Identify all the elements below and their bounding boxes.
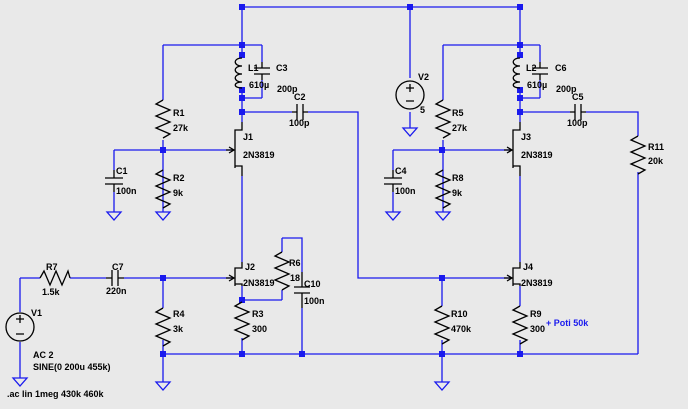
- l1-value: 610µ: [249, 80, 269, 90]
- capacitor-C6: C6 200p: [532, 62, 577, 94]
- r9-ref: R9: [530, 309, 542, 319]
- resistor-R11: R11 20k: [629, 135, 664, 175]
- c2-value: 100p: [289, 118, 310, 128]
- poti-annotation: + Poti 50k: [546, 318, 589, 328]
- l2-value: 610µ: [527, 80, 547, 90]
- resistor-R7: R7 1.5k: [39, 262, 71, 297]
- resistor-R8: R8 9k: [434, 169, 464, 209]
- jfet-J2: J2 2N3819: [226, 262, 275, 288]
- c1-value: 100n: [116, 186, 137, 196]
- ground-symbol: [105, 211, 123, 221]
- v2-ref: V2: [418, 72, 429, 82]
- r8-ref: R8: [452, 173, 464, 183]
- resistor-R4: R4 3k: [154, 307, 185, 347]
- j4-ref: J4: [523, 262, 533, 272]
- c6-ref: C6: [555, 63, 567, 73]
- voltage-source-V2: V2 5: [395, 72, 429, 115]
- c3-ref: C3: [276, 63, 288, 73]
- c3-value: 200p: [277, 84, 298, 94]
- r11-value: 20k: [648, 156, 664, 166]
- j2-value: 2N3819: [243, 278, 275, 288]
- r2-value: 9k: [173, 188, 184, 198]
- r3-value: 300: [252, 324, 267, 334]
- j4-value: 2N3819: [521, 278, 553, 288]
- voltage-source-V1: V1 AC 2 SINE(0 200u 455k): [5, 308, 111, 372]
- capacitor-C1: C1 100n: [105, 166, 137, 196]
- ground-symbol: [384, 211, 402, 221]
- capacitor-C5: C5 100p: [567, 92, 588, 128]
- c2-ref: C2: [294, 92, 306, 102]
- capacitor-C4: C4 100n: [384, 166, 416, 196]
- r5-ref: R5: [452, 108, 464, 118]
- r4-value: 3k: [173, 324, 184, 334]
- c4-value: 100n: [395, 186, 416, 196]
- c6-value: 200p: [556, 84, 577, 94]
- c7-value: 220n: [106, 286, 127, 296]
- inductor-L2: L2 610µ: [512, 57, 547, 90]
- c10-ref: C10: [304, 279, 321, 289]
- resistor-R5: R5 27k: [434, 99, 468, 139]
- grounds: [11, 127, 452, 391]
- l2-ref: L2: [526, 63, 537, 73]
- r11-ref: R11: [648, 142, 664, 152]
- r9-value: 300: [530, 324, 545, 334]
- capacitor-C2: C2 100p: [289, 92, 310, 128]
- j1-value: 2N3819: [243, 150, 275, 160]
- c5-value: 100p: [567, 118, 588, 128]
- j2-ref: J2: [245, 262, 255, 272]
- capacitor-C7: C7 220n: [106, 262, 127, 296]
- resistor-R1: R1 27k: [154, 99, 189, 139]
- inductor-L1: L1 610µ: [234, 57, 269, 90]
- ground-symbol: [154, 211, 172, 221]
- r2-ref: R2: [173, 173, 185, 183]
- c10-value: 100n: [304, 296, 325, 306]
- j3-ref: J3: [521, 132, 531, 142]
- c1-ref: C1: [116, 166, 128, 176]
- r10-value: 470k: [451, 324, 472, 334]
- resistor-R2: R2 9k: [154, 169, 185, 209]
- r5-value: 27k: [452, 123, 468, 133]
- r3-ref: R3: [252, 309, 264, 319]
- capacitor-C10: C10 100n: [294, 272, 325, 308]
- ground-symbol: [11, 377, 29, 387]
- jfet-J3: J3 2N3819: [504, 122, 553, 176]
- r1-ref: R1: [173, 108, 185, 118]
- jfet-J4: J4 2N3819: [504, 262, 553, 288]
- r7-value: 1.5k: [42, 287, 61, 297]
- jfet-J1: J1 2N3819: [226, 122, 275, 176]
- ground-symbol: [433, 381, 451, 391]
- r7-ref: R7: [46, 262, 58, 272]
- v1-ref: V1: [31, 308, 42, 318]
- r6-value: 18: [290, 273, 300, 283]
- r6-ref: R6: [289, 258, 301, 268]
- j1-ref: J1: [243, 132, 253, 142]
- ground-symbol: [154, 381, 172, 391]
- r4-ref: R4: [173, 309, 185, 319]
- v1-value2: SINE(0 200u 455k): [33, 362, 111, 372]
- r1-value: 27k: [173, 123, 189, 133]
- resistor-R3: R3 300: [233, 301, 267, 341]
- capacitor-C3: C3 200p: [254, 62, 298, 94]
- r8-value: 9k: [452, 188, 463, 198]
- v1-value: AC 2: [33, 350, 54, 360]
- resistor-R10: R10 470k: [433, 305, 472, 345]
- junction-dots: [160, 4, 523, 357]
- c5-ref: C5: [572, 92, 584, 102]
- resistor-R6: R6 18: [273, 251, 301, 291]
- resistor-R9: R9 300: [511, 305, 545, 345]
- spice-directive: .ac lin 1meg 430k 460k: [7, 389, 105, 399]
- j3-value: 2N3819: [521, 150, 553, 160]
- ground-symbol: [401, 127, 419, 137]
- c7-ref: C7: [112, 262, 124, 272]
- c4-ref: C4: [395, 166, 407, 176]
- v2-value: 5: [420, 105, 425, 115]
- r10-ref: R10: [451, 309, 468, 319]
- ground-symbol: [434, 211, 452, 221]
- l1-ref: L1: [248, 63, 259, 73]
